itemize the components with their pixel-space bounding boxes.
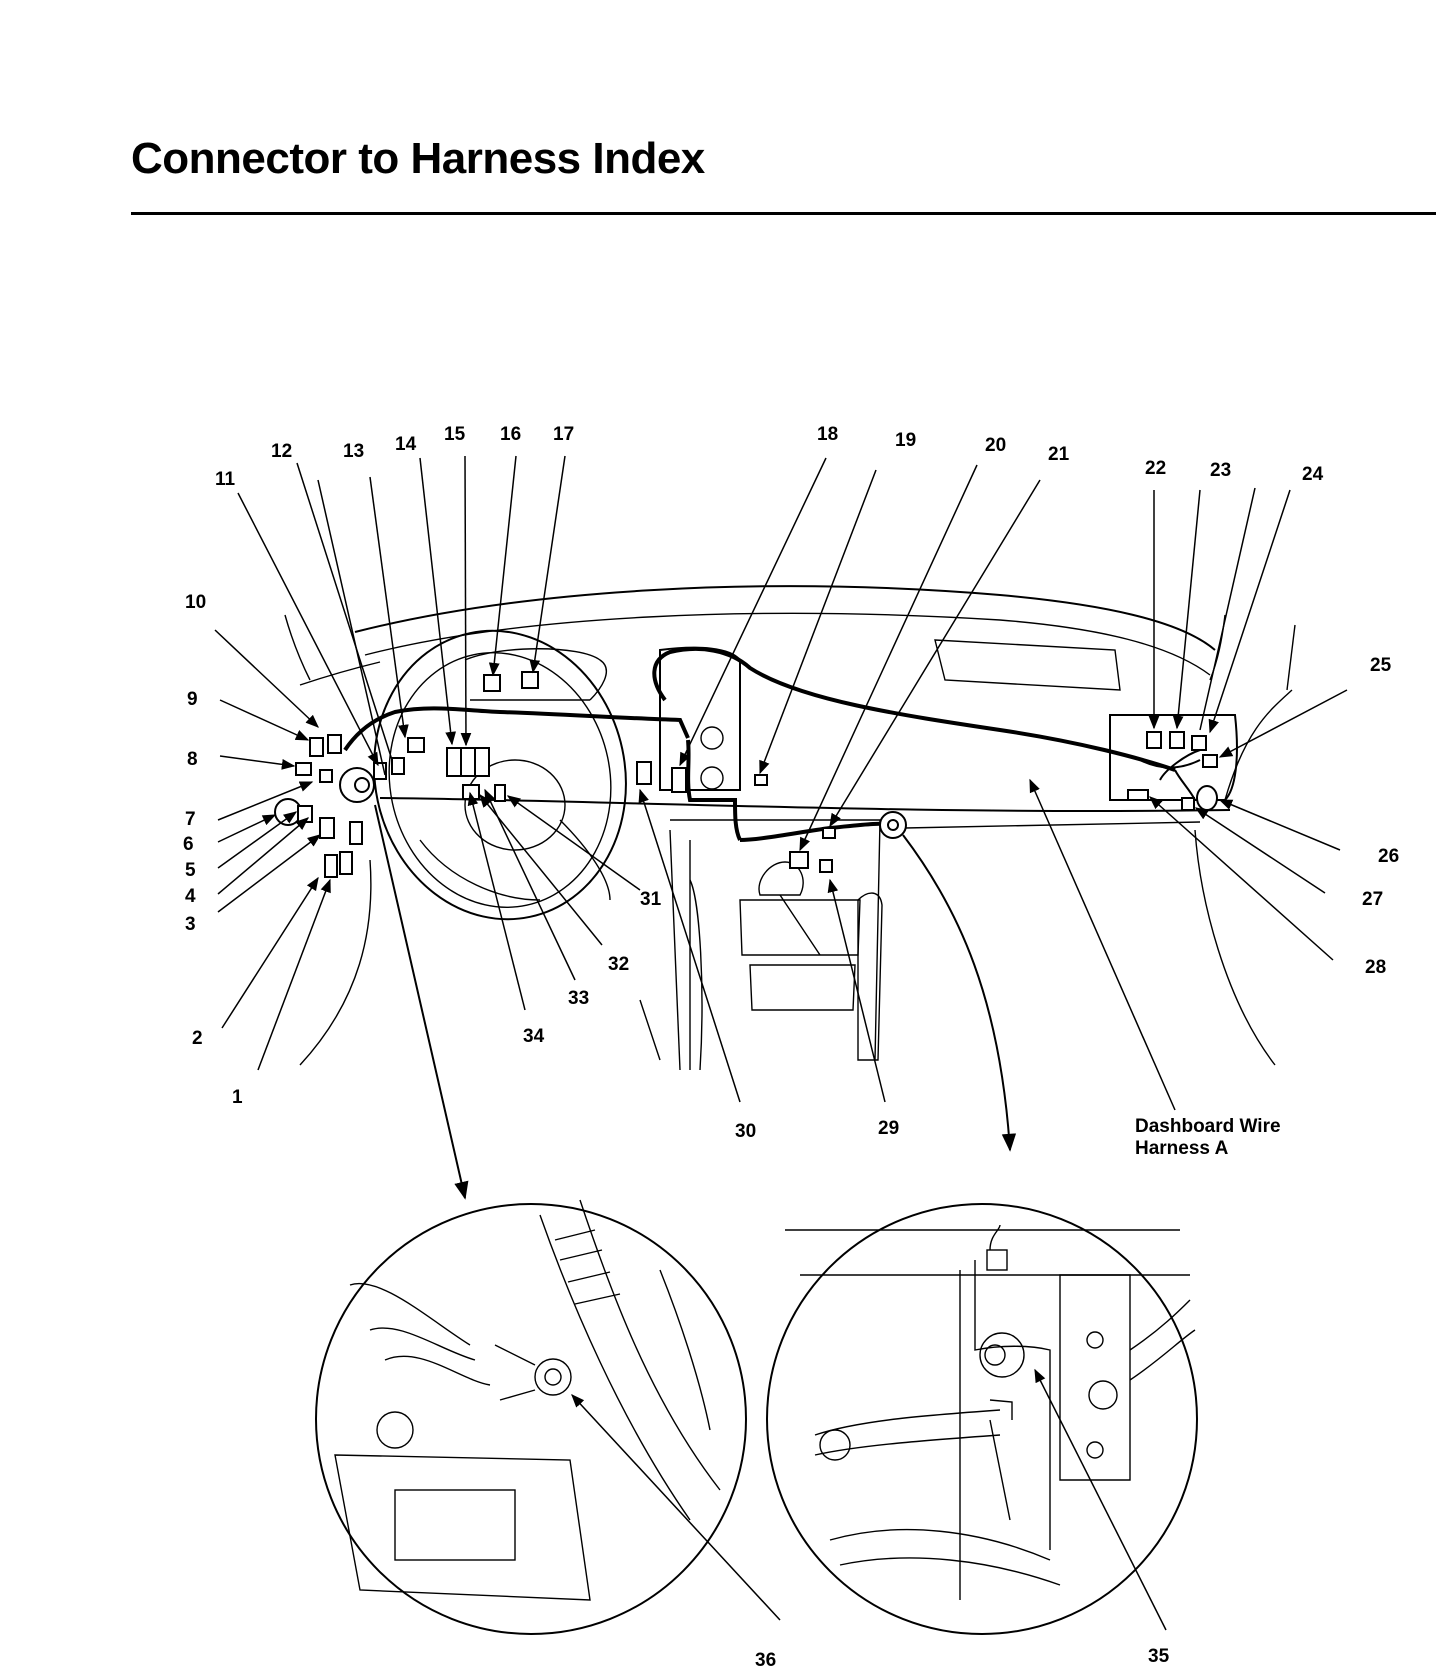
callout-30: 30 [735,1121,756,1142]
callout-17: 17 [553,424,574,445]
callout-14: 14 [395,434,417,455]
callout-13: 13 [343,441,364,462]
callout-2: 2 [192,1028,203,1049]
callout-28: 28 [1365,957,1386,978]
callout-15: 15 [444,424,466,445]
callout-21: 21 [1048,444,1070,465]
callout-23: 23 [1210,460,1231,481]
detail-arrow-left [374,804,469,1200]
dashboard-illustration [284,585,1296,1071]
callout-31: 31 [640,889,662,910]
callout-11: 11 [215,469,236,490]
callout-6: 6 [183,834,194,855]
title-rule [131,212,1436,215]
callout-27: 27 [1362,889,1383,910]
callout-16: 16 [500,424,521,445]
harness-label-line2: Harness A [1135,1138,1229,1159]
callout-9: 9 [187,689,198,710]
callout-18: 18 [817,424,838,445]
callout-7: 7 [185,809,196,830]
callout-22: 22 [1145,458,1166,479]
callout-35: 35 [1148,1646,1170,1667]
callout-4: 4 [185,886,196,907]
callout-5: 5 [185,860,196,881]
callout-3: 3 [185,914,196,935]
detail-arrow-right [902,834,1017,1152]
callout-26: 26 [1378,846,1399,867]
callout-20: 20 [985,435,1006,456]
callout-10: 10 [185,592,206,613]
callout-leaders [214,455,1348,1111]
page-title: Connector to Harness Index [131,134,705,183]
detail-view-right [766,1203,1198,1635]
callout-29: 29 [878,1118,899,1139]
callout-24: 24 [1302,464,1324,485]
detail-view-left [315,1199,747,1635]
callout-labels: 1 2 3 4 5 6 7 8 9 10 11 12 13 14 15 16 1… [183,424,1399,1668]
callout-12: 12 [271,441,292,462]
callout-34: 34 [523,1026,545,1047]
harness-label-line1: Dashboard Wire [1135,1116,1281,1137]
connectors [274,671,1218,878]
callout-1: 1 [232,1087,243,1108]
callout-8: 8 [187,749,198,770]
callout-32: 32 [608,954,629,975]
callout-19: 19 [895,430,916,451]
callout-33: 33 [568,988,589,1009]
callout-25: 25 [1370,655,1392,676]
callout-36: 36 [755,1650,776,1668]
